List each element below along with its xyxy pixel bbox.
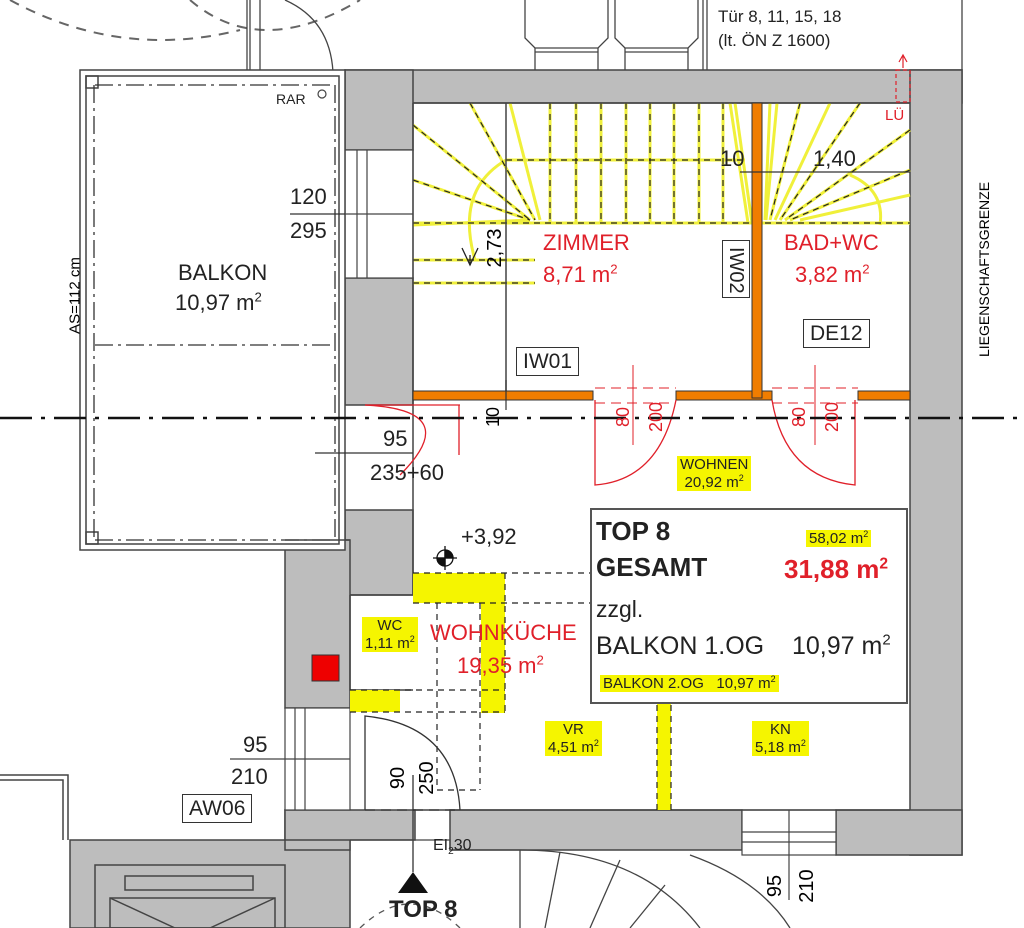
spiral-stair <box>519 849 791 928</box>
summary-small-total: 58,02 m2 <box>806 530 872 547</box>
door-swing-dashes <box>595 387 858 404</box>
fire-rating-label: EI230 <box>433 837 472 858</box>
shaft-marker <box>311 654 340 682</box>
summary-zzgl: zzgl. <box>596 596 644 622</box>
bad-wc-name: BAD+WC <box>784 230 879 255</box>
lu-marker <box>895 53 911 103</box>
entrance-label: TOP 8 <box>389 896 458 923</box>
door-note-line1: Tür 8, 11, 15, 18 <box>718 7 842 26</box>
zimmer-name: ZIMMER <box>543 230 630 255</box>
dim-balkon-door-width: 95 <box>383 426 408 451</box>
rar-symbol <box>317 89 327 99</box>
dimension-lines <box>290 171 910 454</box>
wohnkueche-area: 19,35 m2 <box>457 652 544 678</box>
walls <box>69 69 963 928</box>
dim-window-left-height: 210 <box>231 764 268 789</box>
balkon-area: 10,97 m2 <box>175 289 262 315</box>
summary-total: 31,88 m2 <box>784 554 889 584</box>
top-cabinets <box>246 0 963 75</box>
kn-label: KN 5,18 m2 <box>752 721 809 756</box>
tag-aw06: AW06 <box>182 794 253 823</box>
door-note-line2: (lt. ÖN Z 1600) <box>718 31 831 50</box>
dim-door2-height: 200 <box>822 401 842 433</box>
dim-door1-width: 80 <box>613 406 633 428</box>
area-summary-box: TOP 8 GESAMT 58,02 m2 31,88 m2 zzgl. BAL… <box>590 508 908 704</box>
entry-arrow-icon <box>398 872 428 893</box>
lu-label: LÜ <box>885 107 905 124</box>
wc-label: WC 1,11 m2 <box>362 617 418 652</box>
dim-window-bottom-width: 95 <box>764 874 786 898</box>
bad-wc-area: 3,82 m2 <box>795 261 870 287</box>
wohnen-label: WOHNEN 20,92 m2 <box>677 456 752 491</box>
window-openings <box>230 149 837 900</box>
stair-treads-dash <box>412 102 911 284</box>
balcony-outline <box>79 69 346 551</box>
balkon-name: BALKON <box>178 260 268 285</box>
lower-left-outline <box>0 774 286 928</box>
dim-entry-width: 90 <box>387 766 409 790</box>
level-label: +3,92 <box>461 524 517 549</box>
dim-entry-height: 250 <box>416 761 438 795</box>
tag-de12: DE12 <box>803 319 870 348</box>
rar-label: RAR <box>276 91 306 107</box>
wohnkueche-name: WOHNKÜCHE <box>430 620 577 645</box>
dim-window-width: 120 <box>290 184 327 209</box>
zimmer-area: 8,71 m2 <box>543 261 618 287</box>
dim-window-bottom-height: 210 <box>796 869 818 903</box>
entry-door <box>364 715 461 872</box>
tag-iw01: IW01 <box>516 347 580 376</box>
vr-label: VR 4,51 m2 <box>545 721 602 756</box>
tag-iw02: IW02 <box>722 240 750 298</box>
summary-top: TOP 8 <box>596 516 671 546</box>
summary-balkon1-label: BALKON 1.OG <box>596 632 765 660</box>
dim-window-left-width: 95 <box>243 732 268 757</box>
top-dashed-arcs <box>9 0 361 41</box>
property-line-label: LIEGENSCHAFTSGRENZE <box>976 181 992 357</box>
stair-arrow <box>461 247 479 267</box>
dim-stair: 2,73 <box>484 228 506 268</box>
dim-140: 1,40 <box>813 146 856 171</box>
dim-door2-width: 80 <box>789 406 809 428</box>
dim-door1-height: 200 <box>646 401 666 433</box>
level-marker <box>433 546 457 570</box>
dim-window-height: 295 <box>290 218 327 243</box>
summary-balkon1-area: 10,97 m2 <box>792 631 891 660</box>
dim-10b: 10 <box>483 406 503 428</box>
summary-balkon2: BALKON 2.OG 10,97 m2 <box>600 675 779 692</box>
new-walls <box>412 102 911 401</box>
dim-10a: 10 <box>720 146 745 171</box>
dim-balkon-door-height: 235+60 <box>370 460 445 485</box>
as-label: AS=112 cm <box>66 257 84 334</box>
entry-dashed-arc <box>359 903 461 928</box>
summary-gesamt: GESAMT <box>596 552 708 582</box>
